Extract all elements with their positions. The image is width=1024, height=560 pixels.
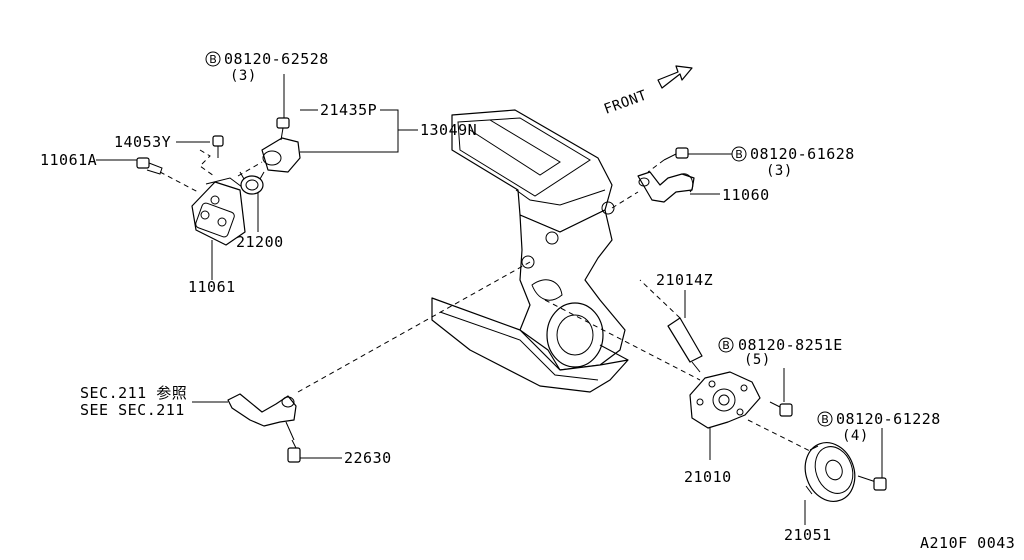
label-sec-211-jp: SEC.211 参照 xyxy=(80,384,187,402)
label-bolt-62528-qty: (3) xyxy=(230,68,257,84)
label-sec-211-en: SEE SEC.211 xyxy=(80,401,185,419)
thermostat-21200 xyxy=(239,171,265,195)
label-bolt-61228: 08120-61228 xyxy=(836,410,941,428)
bolt-mark-61628: B xyxy=(731,146,747,162)
bolt-8251E-part xyxy=(769,401,793,417)
water-pipe-11060 xyxy=(637,171,695,203)
water-outlet-13049N xyxy=(261,137,301,173)
label-housing-11061: 11061 xyxy=(188,278,236,296)
bolt-11061A-part xyxy=(136,157,163,175)
svg-text:B: B xyxy=(722,339,730,352)
label-gasket-21435P: 21435P xyxy=(320,101,377,119)
label-bolt-14053Y: 14053Y xyxy=(114,133,171,151)
bolt-61628-part xyxy=(663,147,689,161)
bolt-62528-part xyxy=(276,117,290,141)
label-gasket-21014Z: 21014Z xyxy=(656,271,713,289)
bolt-mark-8251E: B xyxy=(718,337,734,353)
svg-text:B: B xyxy=(209,53,217,66)
label-thermostat-21200: 21200 xyxy=(236,233,284,251)
gasket-21014Z xyxy=(667,317,703,373)
svg-text:B: B xyxy=(735,148,743,161)
thermostat-housing-11061 xyxy=(191,177,247,246)
label-bolt-11061A: 11061A xyxy=(40,151,97,169)
label-bolt-8251E-qty: (5) xyxy=(744,352,771,368)
leader-lines xyxy=(96,74,883,525)
bolt-14053Y-part xyxy=(212,135,224,158)
bolt-61228-part xyxy=(857,475,887,491)
water-pump-21010 xyxy=(689,371,761,429)
label-diagram-id: A210F 0043 xyxy=(920,534,1015,552)
label-pipe-11060: 11060 xyxy=(722,186,770,204)
label-bolt-8251E: 08120-8251E xyxy=(738,336,843,354)
label-pump-21010: 21010 xyxy=(684,468,732,486)
label-bolt-61628: 08120-61628 xyxy=(750,145,855,163)
sensor-22630-part xyxy=(285,421,301,463)
front-arrow xyxy=(657,65,693,89)
label-outlet-13049N: 13049N xyxy=(420,121,477,139)
label-bolt-61628-qty: (3) xyxy=(766,163,793,179)
label-bolt-62528: 08120-62528 xyxy=(224,50,329,68)
label-front: FRONT xyxy=(602,87,649,117)
label-pulley-21051: 21051 xyxy=(784,526,832,544)
label-sensor-22630: 22630 xyxy=(344,449,392,467)
svg-text:B: B xyxy=(821,413,829,426)
water-inlet-pipe xyxy=(227,393,297,427)
bolt-mark-61228: B xyxy=(817,411,833,427)
label-bolt-61228-qty: (4) xyxy=(842,428,869,444)
pulley-21051 xyxy=(804,442,856,502)
engine-block xyxy=(431,109,629,393)
bolt-mark-62528: B xyxy=(205,51,221,67)
